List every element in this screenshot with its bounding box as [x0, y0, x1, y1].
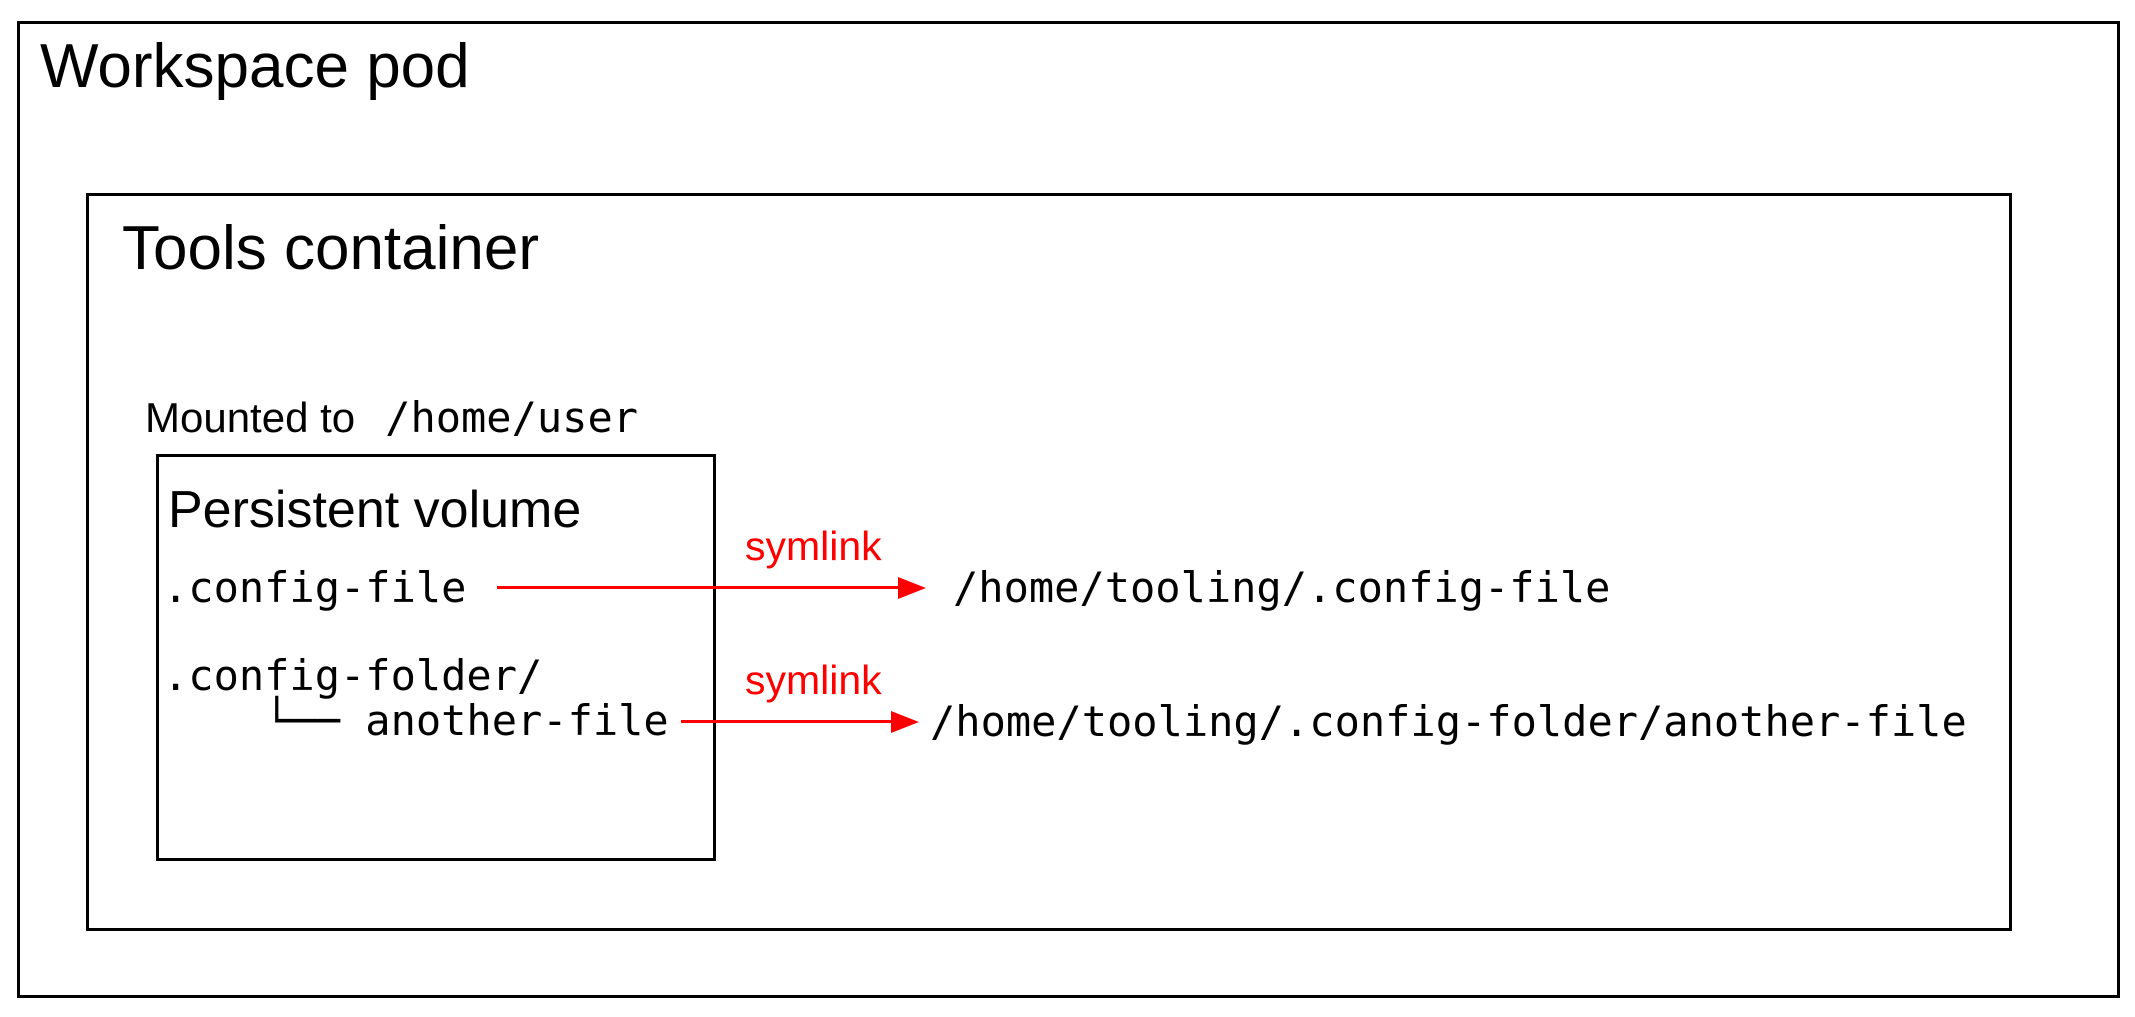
symlink-target-2: /home/tooling/.config-folder/another-fil… [930, 697, 1967, 746]
persistent-volume-label: Persistent volume [168, 481, 582, 539]
tools-container-box [86, 193, 2012, 931]
symlink-arrow-1-line [497, 586, 900, 589]
persistent-volume-box [156, 454, 716, 861]
mount-path: /home/user [385, 393, 639, 442]
volume-entry-another-file: └── another-file [163, 696, 669, 745]
symlink-arrow-1-arrowhead-icon [898, 577, 926, 599]
mount-label: Mounted to/home/user [145, 394, 638, 442]
mount-label-text: Mounted to [145, 394, 356, 441]
symlink-arrow-2-line [681, 720, 893, 723]
symlink-label-2: symlink [745, 657, 882, 703]
volume-entry-config-folder: .config-folder/ [163, 651, 543, 700]
symlink-label-1: symlink [745, 523, 882, 569]
symlink-target-1: /home/tooling/.config-file [953, 563, 1611, 612]
volume-entry-config-file: .config-file [163, 563, 467, 612]
workspace-pod-box [17, 21, 2120, 998]
tools-container-label: Tools container [122, 214, 540, 283]
symlink-arrow-2-arrowhead-icon [891, 711, 919, 733]
workspace-pod-label: Workspace pod [40, 32, 470, 101]
